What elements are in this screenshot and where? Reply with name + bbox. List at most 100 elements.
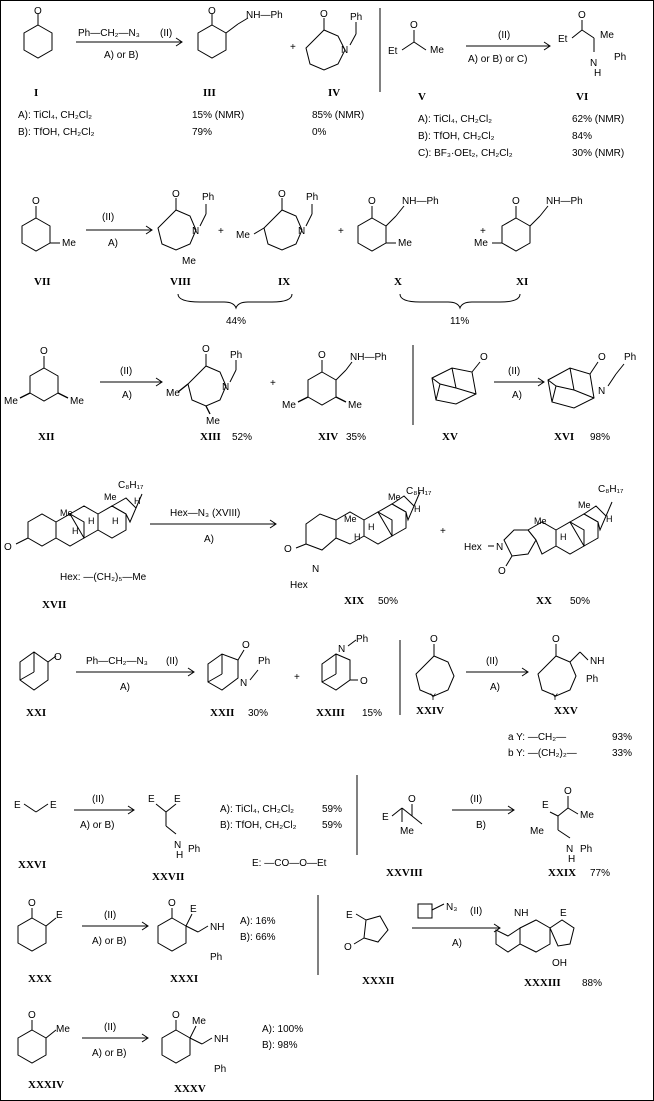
atom-label: Me (60, 508, 73, 518)
atom-label: E (174, 794, 181, 805)
atom-label: N (192, 226, 199, 237)
atom-label: A) or B) (92, 1048, 126, 1059)
compound-label-I: I (34, 87, 38, 99)
atom-label: O (598, 352, 606, 363)
compound-label-XXIV: XXIV (416, 705, 444, 717)
atom-label: N (222, 382, 229, 393)
compound-label-XXX: XXX (28, 973, 52, 985)
reagent-ii: (II) (160, 28, 172, 39)
atom-label: H (560, 532, 567, 542)
atom-label: O (360, 676, 368, 687)
molecule-XVII: O Me Me H H H C₈H₁₇ H (4, 480, 144, 553)
atom-label: Me (344, 514, 357, 524)
compound-label-XX: XX (536, 595, 552, 607)
arrow-row1-left: Ph—CH₂—N₃ (II) A) or B) (76, 28, 183, 61)
molecule-XXIX: E O Me Me N H Ph (530, 786, 594, 865)
yield-XXXI-B: B): 66% (240, 932, 276, 943)
atom-label: NH—Ph (350, 352, 387, 363)
compound-label-XXII: XXII (210, 707, 234, 719)
atom-label: Ph (258, 656, 270, 667)
compound-label-XII: XII (38, 431, 55, 443)
atom-label: H (354, 532, 361, 542)
cond-B-TfOH: B): TfOH, CH₂Cl₂ (18, 127, 95, 138)
atom-label: N₃ (446, 902, 457, 913)
atom-label: + (218, 226, 224, 237)
compound-label-XXVIII: XXVIII (386, 867, 423, 879)
atom-label: Ph (580, 844, 592, 855)
atom-label: C₈H₁₇ (406, 486, 432, 497)
atom-label: Ph—CH₂—N₃ (86, 656, 148, 667)
atom-label: Me (474, 238, 488, 249)
molecule-XXV: O Y NH Ph (537, 634, 604, 702)
atom-label: Ph (586, 674, 598, 685)
molecule-IV: O N Ph (305, 9, 362, 71)
brace-X-XI (399, 293, 521, 310)
arrow-row2: (II) A) (86, 212, 153, 249)
atom-label: Ph (214, 1064, 226, 1075)
compound-label-XI: XI (516, 276, 528, 288)
molecule-XXXII: E O (344, 910, 389, 953)
atom-label: O (344, 942, 352, 953)
atom-label: Ph (350, 12, 362, 23)
compound-label-III: III (203, 87, 216, 99)
atom-label: O (430, 634, 438, 645)
atom-label: A) (452, 938, 462, 949)
hex-definition: Hex: —(CH₂)₅—Me (60, 572, 147, 583)
atom-label: A) (122, 390, 132, 401)
atom-label: O (278, 189, 286, 200)
atom-label: O (32, 196, 40, 207)
atom-label: NH (514, 908, 528, 919)
arrow-row3-right: (II) A) (494, 366, 545, 401)
compound-label-XXXI: XXXI (170, 973, 198, 985)
yield-XXIX: 77% (590, 868, 610, 879)
atom-label: Me (192, 1016, 206, 1027)
arrow-row1-right: (II) A) or B) or C) (466, 30, 551, 65)
atom-label: Me (580, 810, 594, 821)
atom-label: NH—Ph (546, 196, 583, 207)
atom-label: Me (56, 1024, 70, 1035)
atom-label: Me (70, 396, 84, 407)
atom-label: H (88, 516, 95, 526)
yield-XXV-a: 93% (612, 732, 632, 743)
atom-label: O (54, 652, 62, 663)
atom-label: O (410, 20, 418, 31)
atom-label: C₈H₁₇ (118, 480, 144, 491)
compound-label-XXXII: XXXII (362, 975, 394, 987)
atom-label: O (318, 350, 326, 361)
molecule-XXI: O (19, 651, 62, 691)
atom-label: H (606, 514, 613, 524)
yield-XXXIII: 88% (582, 978, 602, 989)
atom-label: (II) (104, 910, 116, 921)
molecule-VIII: O N Ph Me (157, 189, 214, 267)
atom-label: O (564, 786, 572, 797)
atom-label: + (440, 526, 446, 537)
atom-label: (II) (120, 366, 132, 377)
atom-label: Me (348, 400, 362, 411)
atom-label: Hex (464, 542, 482, 553)
oxygen-label: O (34, 6, 42, 17)
atom-label: Me (398, 238, 412, 249)
molecule-XXVII: E E N H Ph (148, 794, 200, 861)
atom-label: Me (236, 230, 250, 241)
arrow-row7-right: N₃ (II) A) (412, 902, 501, 949)
yield-VI-B: 84% (572, 131, 592, 142)
atom-label: Me (388, 492, 401, 502)
yield-III-B: 79% (192, 127, 212, 138)
molecule-IX: O N Ph Me (236, 189, 318, 251)
atom-label: (II) (470, 794, 482, 805)
yield-III-A: 15% (NMR) (192, 110, 244, 121)
yield-VIII-IX: 44% (226, 316, 246, 327)
atom-label: (II) (104, 1022, 116, 1033)
compound-label-X: X (394, 276, 402, 288)
atom-label: + (338, 226, 344, 237)
molecule-XXIV: O Y (415, 634, 455, 702)
atom-label: E (542, 800, 549, 811)
atom-label: Me (400, 826, 414, 837)
atom-label: O (208, 6, 216, 17)
y-a-definition: a Y: —CH₂— (508, 732, 566, 743)
atom-label: NH (210, 922, 224, 933)
conditions-ABC: A) or B) or C) (468, 54, 527, 65)
atom-label: H (134, 496, 141, 506)
atom-label: O (512, 196, 520, 207)
